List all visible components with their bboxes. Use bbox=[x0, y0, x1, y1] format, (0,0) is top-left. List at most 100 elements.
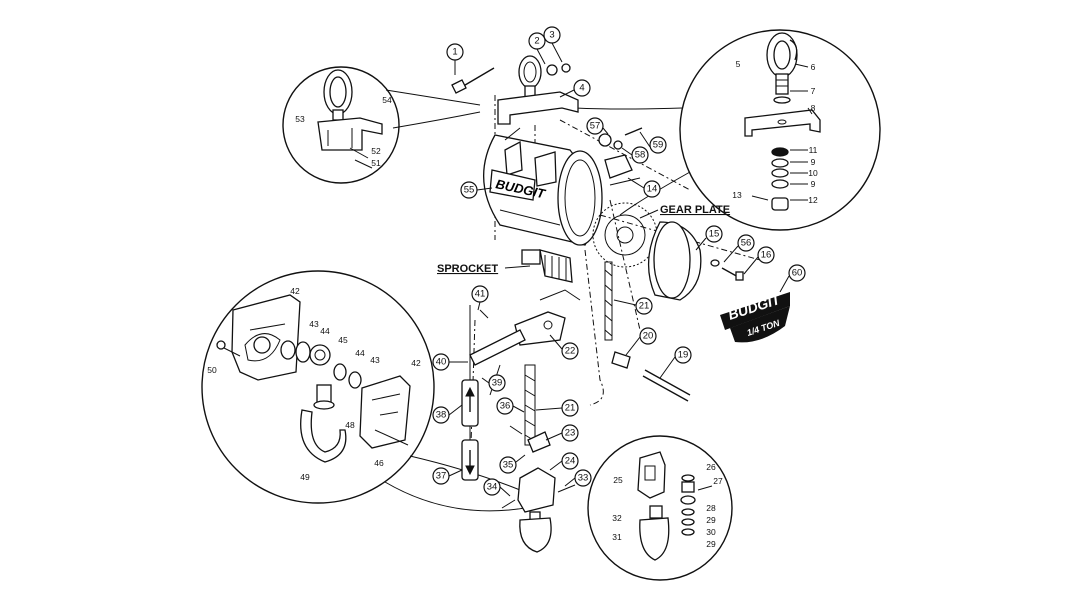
label-36: 36 bbox=[496, 397, 514, 415]
svg-text:34: 34 bbox=[487, 482, 498, 493]
svg-text:22: 22 bbox=[565, 346, 576, 357]
detail-circle-bottom-left: 42 43 44 45 44 43 42 50 48 49 46 bbox=[201, 270, 526, 512]
svg-text:28: 28 bbox=[706, 503, 716, 513]
label-39: 39 bbox=[488, 374, 506, 392]
svg-text:21: 21 bbox=[565, 403, 576, 414]
svg-text:59: 59 bbox=[653, 140, 664, 151]
label-9b: 9 bbox=[811, 179, 816, 189]
svg-text:49: 49 bbox=[300, 472, 310, 482]
svg-text:41: 41 bbox=[475, 289, 486, 300]
label-5: 5 bbox=[736, 59, 741, 69]
label-8: 8 bbox=[811, 103, 816, 113]
label-7: 7 bbox=[811, 86, 816, 96]
svg-text:40: 40 bbox=[436, 357, 447, 368]
detail-circle-top-right: 5 6 7 8 11 9 10 9 12 13 bbox=[574, 29, 881, 231]
label-50: 50 bbox=[207, 365, 217, 375]
label-42a: 42 bbox=[290, 286, 300, 296]
svg-text:36: 36 bbox=[500, 401, 511, 412]
pendant-control bbox=[461, 305, 501, 481]
label-16: 16 bbox=[757, 246, 775, 264]
svg-text:SPROCKET: SPROCKET bbox=[437, 263, 498, 275]
svg-text:32: 32 bbox=[612, 513, 622, 523]
label-48: 48 bbox=[345, 420, 355, 430]
svg-text:12: 12 bbox=[808, 195, 818, 205]
label-51: 51 bbox=[371, 158, 381, 168]
svg-text:42: 42 bbox=[290, 286, 300, 296]
label-6: 6 bbox=[811, 62, 816, 72]
svg-text:38: 38 bbox=[436, 410, 447, 421]
svg-text:29: 29 bbox=[706, 515, 716, 525]
label-22: 22 bbox=[561, 342, 579, 360]
label-19: 19 bbox=[674, 346, 692, 364]
svg-text:9: 9 bbox=[811, 157, 816, 167]
label-32: 32 bbox=[612, 513, 622, 523]
svg-text:3: 3 bbox=[549, 30, 554, 41]
svg-text:25: 25 bbox=[613, 475, 623, 485]
bottom-block-yoke bbox=[469, 289, 581, 366]
top-hanger-group bbox=[451, 55, 579, 125]
svg-text:16: 16 bbox=[761, 250, 772, 261]
svg-text:6: 6 bbox=[811, 62, 816, 72]
label-35: 35 bbox=[499, 456, 517, 474]
lower-hook bbox=[501, 425, 576, 553]
label-49: 49 bbox=[300, 472, 310, 482]
svg-text:44: 44 bbox=[320, 326, 330, 336]
part-labels: 1 2 3 4 14 15 56 16 55 57 58 59 60 21 20… bbox=[432, 26, 806, 496]
label-33: 33 bbox=[574, 469, 592, 487]
callout-gear-plate: GEAR PLATE bbox=[639, 204, 730, 219]
motor-housing: BUDGIT bbox=[482, 127, 603, 246]
svg-text:10: 10 bbox=[808, 168, 818, 178]
label-29a: 29 bbox=[706, 515, 716, 525]
label-4: 4 bbox=[573, 79, 591, 97]
sprocket bbox=[521, 249, 573, 283]
label-21b: 21 bbox=[561, 399, 579, 417]
label-56: 56 bbox=[737, 234, 755, 252]
label-13: 13 bbox=[732, 190, 742, 200]
svg-text:19: 19 bbox=[678, 350, 689, 361]
load-chain-lower bbox=[524, 364, 536, 446]
svg-text:46: 46 bbox=[374, 458, 384, 468]
load-chain-upper bbox=[604, 261, 613, 341]
label-46: 46 bbox=[374, 458, 384, 468]
svg-text:5: 5 bbox=[736, 59, 741, 69]
svg-text:30: 30 bbox=[706, 527, 716, 537]
label-38: 38 bbox=[432, 406, 450, 424]
svg-text:43: 43 bbox=[309, 319, 319, 329]
label-59: 59 bbox=[649, 136, 667, 154]
label-25: 25 bbox=[613, 475, 623, 485]
label-11: 11 bbox=[809, 145, 818, 155]
svg-text:4: 4 bbox=[579, 83, 584, 94]
label-60: 60 bbox=[788, 264, 806, 282]
label-30: 30 bbox=[706, 527, 716, 537]
svg-text:50: 50 bbox=[207, 365, 217, 375]
cover-screw bbox=[710, 259, 744, 281]
svg-text:35: 35 bbox=[503, 460, 514, 471]
svg-text:14: 14 bbox=[647, 184, 658, 195]
svg-text:24: 24 bbox=[565, 456, 576, 467]
brake-parts bbox=[598, 127, 643, 186]
label-53: 53 bbox=[295, 114, 305, 124]
svg-text:44: 44 bbox=[355, 348, 365, 358]
svg-text:9: 9 bbox=[811, 179, 816, 189]
svg-text:33: 33 bbox=[578, 473, 589, 484]
label-58: 58 bbox=[631, 146, 649, 164]
label-2: 2 bbox=[528, 32, 546, 50]
label-12: 12 bbox=[808, 195, 818, 205]
svg-text:51: 51 bbox=[371, 158, 381, 168]
svg-text:52: 52 bbox=[371, 146, 381, 156]
svg-text:27: 27 bbox=[713, 476, 723, 486]
svg-text:39: 39 bbox=[492, 378, 503, 389]
label-31: 31 bbox=[612, 532, 622, 542]
svg-text:45: 45 bbox=[338, 335, 348, 345]
svg-text:42: 42 bbox=[411, 358, 421, 368]
svg-text:1: 1 bbox=[452, 47, 457, 58]
svg-text:GEAR PLATE: GEAR PLATE bbox=[660, 204, 730, 216]
label-52: 52 bbox=[371, 146, 381, 156]
label-10: 10 bbox=[808, 168, 818, 178]
label-1: 1 bbox=[446, 43, 464, 61]
label-26: 26 bbox=[706, 462, 716, 472]
label-45: 45 bbox=[338, 335, 348, 345]
label-21a: 21 bbox=[635, 297, 653, 315]
svg-text:11: 11 bbox=[809, 145, 818, 155]
